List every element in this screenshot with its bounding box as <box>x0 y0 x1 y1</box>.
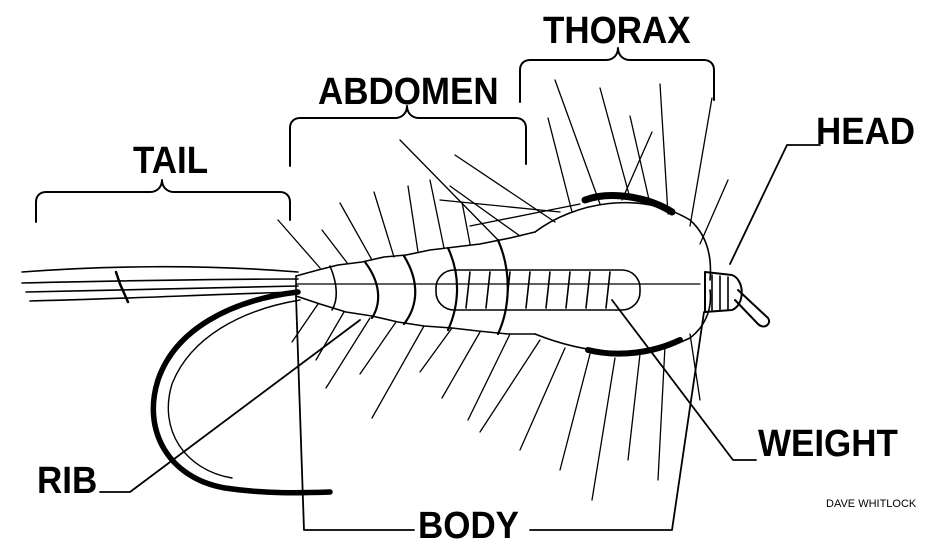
leader-weight <box>612 300 756 460</box>
label-abdomen: ABDOMEN <box>318 73 499 111</box>
label-weight: WEIGHT <box>758 425 898 463</box>
bracket-abdomen <box>290 106 526 166</box>
weight-wraps <box>436 270 640 310</box>
label-body: BODY <box>418 507 519 545</box>
leader-body-right <box>530 312 704 530</box>
head-shape <box>705 272 769 326</box>
thorax-body <box>535 196 710 354</box>
label-rib: RIB <box>37 462 97 500</box>
leader-head <box>730 145 820 264</box>
label-thorax: THORAX <box>543 12 691 50</box>
tail-fibers <box>22 267 298 302</box>
leader-rib <box>100 320 360 492</box>
hook-shank <box>153 292 330 493</box>
bracket-thorax <box>520 48 714 102</box>
hackle-fibers <box>278 80 728 500</box>
bracket-tail <box>36 180 290 222</box>
artist-credit: DAVE WHITLOCK <box>826 499 916 510</box>
label-head: HEAD <box>816 113 915 151</box>
label-tail: TAIL <box>133 142 208 180</box>
